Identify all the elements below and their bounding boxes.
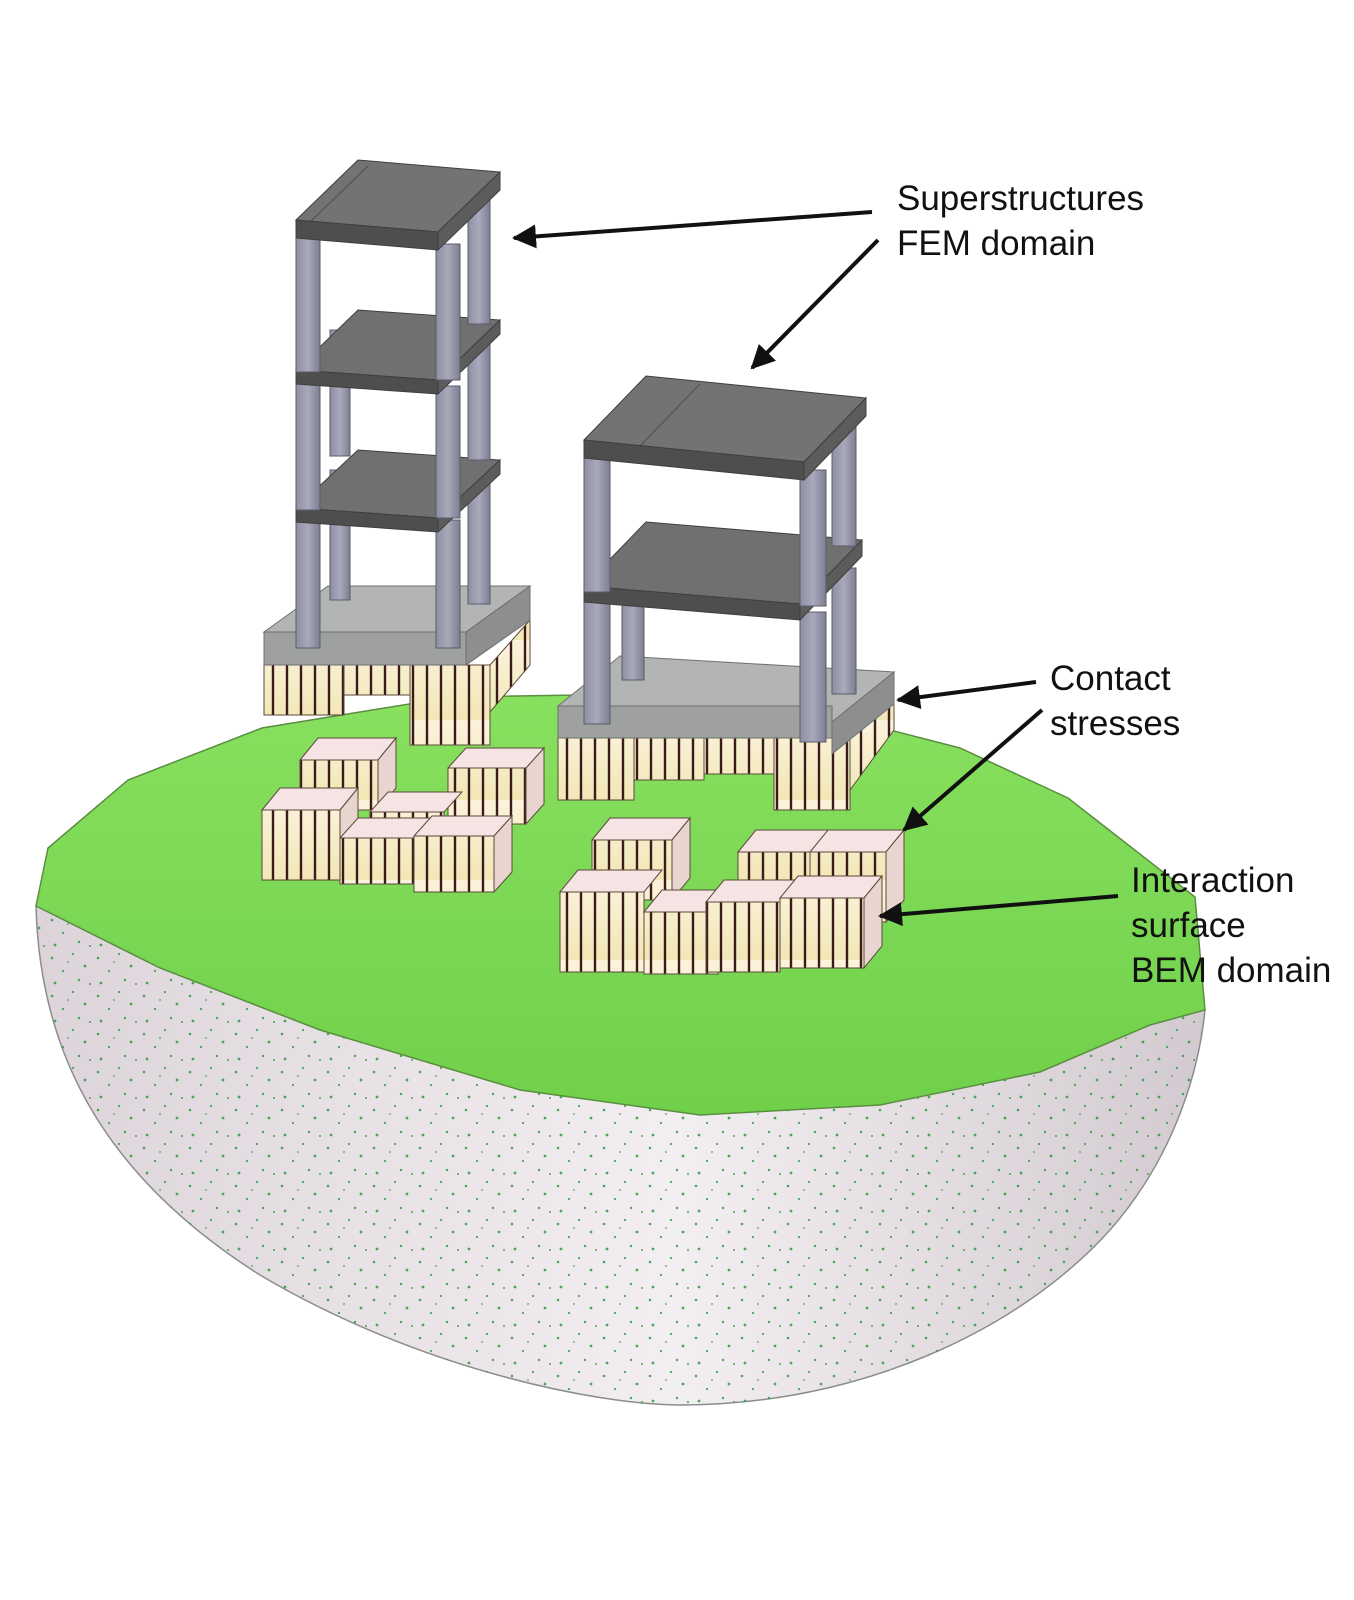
superstructure-right xyxy=(556,375,896,811)
column xyxy=(295,377,321,511)
soil-half-space xyxy=(35,693,1206,1406)
column xyxy=(435,385,461,519)
label-contact-line1: Contact xyxy=(1050,659,1171,698)
stress-block xyxy=(338,817,434,885)
column xyxy=(799,469,827,607)
column xyxy=(435,519,461,649)
arrow-superstructure-right xyxy=(750,238,880,370)
interaction-surface-right xyxy=(558,816,906,975)
label-contact-line2: stresses xyxy=(1050,704,1181,743)
column xyxy=(799,611,827,743)
label-interaction-surface: Interaction surface BEM domain xyxy=(1131,858,1331,993)
column xyxy=(831,567,857,695)
roof-slab xyxy=(294,159,502,252)
column xyxy=(583,599,611,725)
stress-block xyxy=(446,746,546,826)
arrow-interaction-surface xyxy=(878,894,1119,927)
label-contact-stresses: Contact stresses xyxy=(1050,656,1180,746)
label-interaction-line2: surface xyxy=(1131,906,1246,945)
roof-slab xyxy=(582,375,868,482)
label-interaction-line3: BEM domain xyxy=(1131,951,1332,990)
superstructure-left xyxy=(262,159,532,746)
arrow-contact-stresses-surface xyxy=(902,708,1044,832)
label-interaction-line1: Interaction xyxy=(1131,861,1295,900)
column xyxy=(295,235,321,373)
column xyxy=(583,455,611,593)
arrow-contact-stresses-foundation xyxy=(896,680,1037,710)
contact-stresses-right xyxy=(557,692,895,811)
label-superstructures-line2: FEM domain xyxy=(897,224,1096,263)
stress-block xyxy=(704,879,800,973)
interaction-surface-left xyxy=(260,736,546,894)
arrow-superstructure-left xyxy=(512,210,873,249)
leader-arrows xyxy=(512,210,1119,927)
column xyxy=(435,243,461,381)
stress-block xyxy=(558,869,664,973)
stress-block xyxy=(412,814,514,894)
column xyxy=(295,507,321,649)
contact-stresses-left xyxy=(263,618,531,746)
stress-block xyxy=(778,874,884,970)
label-superstructures: Superstructures FEM domain xyxy=(897,176,1144,266)
label-superstructures-line1: Superstructures xyxy=(897,179,1145,218)
